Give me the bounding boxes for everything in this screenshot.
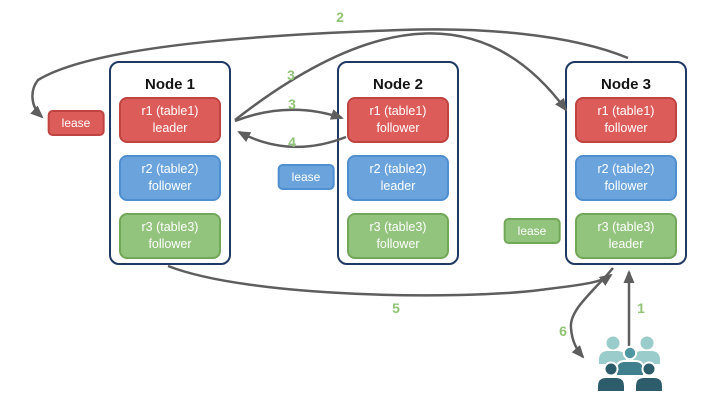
step-label-3b: 3	[288, 96, 296, 112]
node-2-replica-r1: r1 (table1) follower	[347, 97, 449, 143]
replica-role: leader	[152, 121, 188, 135]
step-label-2: 2	[336, 9, 344, 25]
node-3: Node 3 r1 (table1) follower r2 (table2) …	[565, 61, 687, 265]
replica-label: r2 (table2)	[597, 161, 655, 176]
replica-role: follower	[604, 121, 648, 135]
node-2-replica-r2: r2 (table2) leader	[347, 155, 449, 201]
step-label-5: 5	[392, 300, 400, 316]
replica-label: r1 (table1)	[141, 103, 199, 118]
node-3-replica-r3: r3 (table3) leader	[575, 213, 677, 259]
step-label-4: 4	[288, 134, 296, 150]
node-3-replica-r1: r1 (table1) follower	[575, 97, 677, 143]
lease-chip-table3: lease	[503, 218, 561, 244]
step-label-6: 6	[559, 323, 567, 339]
node-3-replica-r2: r2 (table2) follower	[575, 155, 677, 201]
node-1-title: Node 1	[144, 76, 195, 93]
replica-role: leader	[380, 179, 416, 193]
node-2-replica-r3: r3 (table3) follower	[347, 213, 449, 259]
node-1-replica-r3: r3 (table3) follower	[119, 213, 221, 259]
node-1-replica-r1: r1 (table1) leader	[119, 97, 221, 143]
replica-role: follower	[604, 179, 648, 193]
replica-role: follower	[376, 237, 420, 251]
replica-role: leader	[608, 237, 644, 251]
node-2-title: Node 2	[372, 76, 423, 93]
replica-label: r3 (table3)	[369, 219, 427, 234]
arrow-step-6	[569, 267, 614, 359]
replica-role: follower	[148, 237, 192, 251]
arrow-step-5	[167, 264, 613, 297]
node-2: Node 2 r1 (table1) follower r2 (table2) …	[337, 61, 459, 265]
node-3-title: Node 3	[600, 76, 651, 93]
replica-role: follower	[376, 121, 420, 135]
replica-role: follower	[148, 179, 192, 193]
step-label-1: 1	[637, 300, 645, 316]
step-label-3a: 3	[287, 67, 295, 83]
lease-chip-table1: lease	[47, 110, 105, 136]
replica-label: r3 (table3)	[597, 219, 655, 234]
node-1: Node 1 r1 (table1) leader r2 (table2) fo…	[109, 61, 231, 265]
lease-chip-table2: lease	[277, 164, 335, 190]
replica-label: r1 (table1)	[369, 103, 427, 118]
users-icon	[596, 336, 664, 393]
replica-label: r3 (table3)	[141, 219, 199, 234]
replica-label: r1 (table1)	[597, 103, 655, 118]
replica-label: r2 (table2)	[369, 161, 427, 176]
node-1-replica-r2: r2 (table2) follower	[119, 155, 221, 201]
replica-label: r2 (table2)	[141, 161, 199, 176]
